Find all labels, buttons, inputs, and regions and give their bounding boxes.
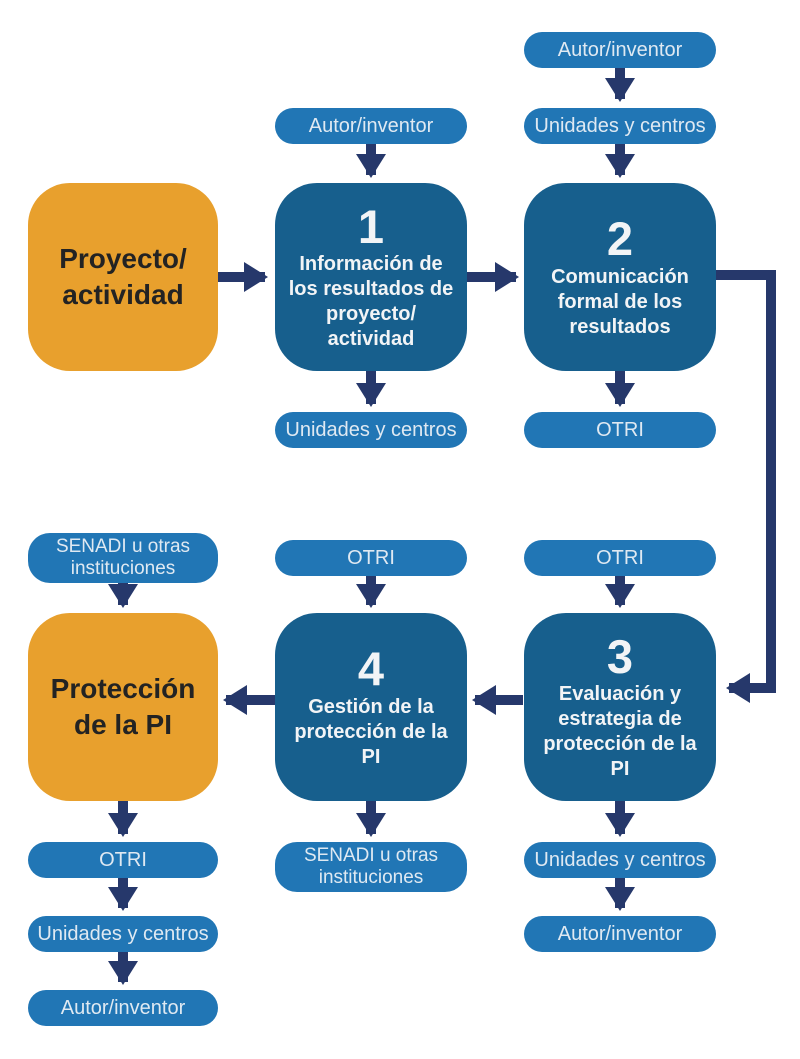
pill-label: Unidades y centros — [285, 418, 457, 441]
pill-label: SENADI u otras instituciones — [303, 845, 439, 888]
pill-label: Unidades y centros — [534, 848, 706, 871]
step-title: Gestión de la protección de la PI — [294, 695, 448, 768]
node-step-2: 2 Comunicación formal de los resultados — [524, 183, 716, 371]
pill-step1-output-unidades-centros: Unidades y centros — [275, 412, 467, 448]
node-step-3: 3 Evaluación y estrategia de protección … — [524, 613, 716, 801]
connector-step2-to-step3 — [716, 270, 776, 703]
pill-label: SENADI u otras instituciones — [55, 536, 191, 579]
pill-label: OTRI — [596, 418, 644, 441]
step-number: 2 — [606, 212, 634, 266]
pill-step2-output-otri: OTRI — [524, 412, 716, 448]
node-label: Protección de la PI — [50, 672, 196, 740]
node-proyecto-actividad: Proyecto/ actividad — [28, 183, 218, 371]
step-number: 1 — [357, 199, 385, 253]
node-step-4: 4 Gestión de la protección de la PI — [275, 613, 467, 801]
step-title: Información de los resultados de proyect… — [288, 253, 454, 351]
pill-label: Autor/inventor — [308, 114, 434, 137]
pill-label: Unidades y centros — [534, 114, 706, 137]
pill-step4-input-otri: OTRI — [275, 540, 467, 576]
pill-label: OTRI — [347, 546, 395, 569]
step-number: 4 — [357, 642, 385, 696]
pill-step3-input-otri: OTRI — [524, 540, 716, 576]
pill-step3-output-unidades-centros: Unidades y centros — [524, 842, 716, 878]
pill-label: OTRI — [596, 546, 644, 569]
pill-protection-output-otri: OTRI — [28, 842, 218, 878]
node-proteccion-pi: Protección de la PI — [28, 613, 218, 801]
pill-step3-output-autor-inventor: Autor/inventor — [524, 916, 716, 952]
step-title: Evaluación y estrategia de protección de… — [543, 683, 697, 781]
pill-protection-output-autor-inventor: Autor/inventor — [28, 990, 218, 1026]
node-step-1: 1 Información de los resultados de proye… — [275, 183, 467, 371]
pill-step4-output-senadi: SENADI u otras instituciones — [275, 842, 467, 892]
step-number: 3 — [606, 629, 634, 683]
node-label: Proyecto/ actividad — [59, 242, 187, 310]
step-title: Comunicación formal de los resultados — [551, 265, 689, 338]
pill-protection-output-unidades-centros: Unidades y centros — [28, 916, 218, 952]
pill-protection-input-senadi: SENADI u otras instituciones — [28, 533, 218, 583]
pill-step2-input-unidades-centros: Unidades y centros — [524, 108, 716, 144]
pill-step1-input-autor-inventor: Autor/inventor — [275, 108, 467, 144]
pill-label: Autor/inventor — [557, 38, 683, 61]
pill-label: Autor/inventor — [557, 922, 683, 945]
pill-step2-input-autor-inventor: Autor/inventor — [524, 32, 716, 68]
pill-label: Unidades y centros — [37, 922, 209, 945]
pill-label: OTRI — [99, 848, 147, 871]
pill-label: Autor/inventor — [60, 996, 186, 1019]
